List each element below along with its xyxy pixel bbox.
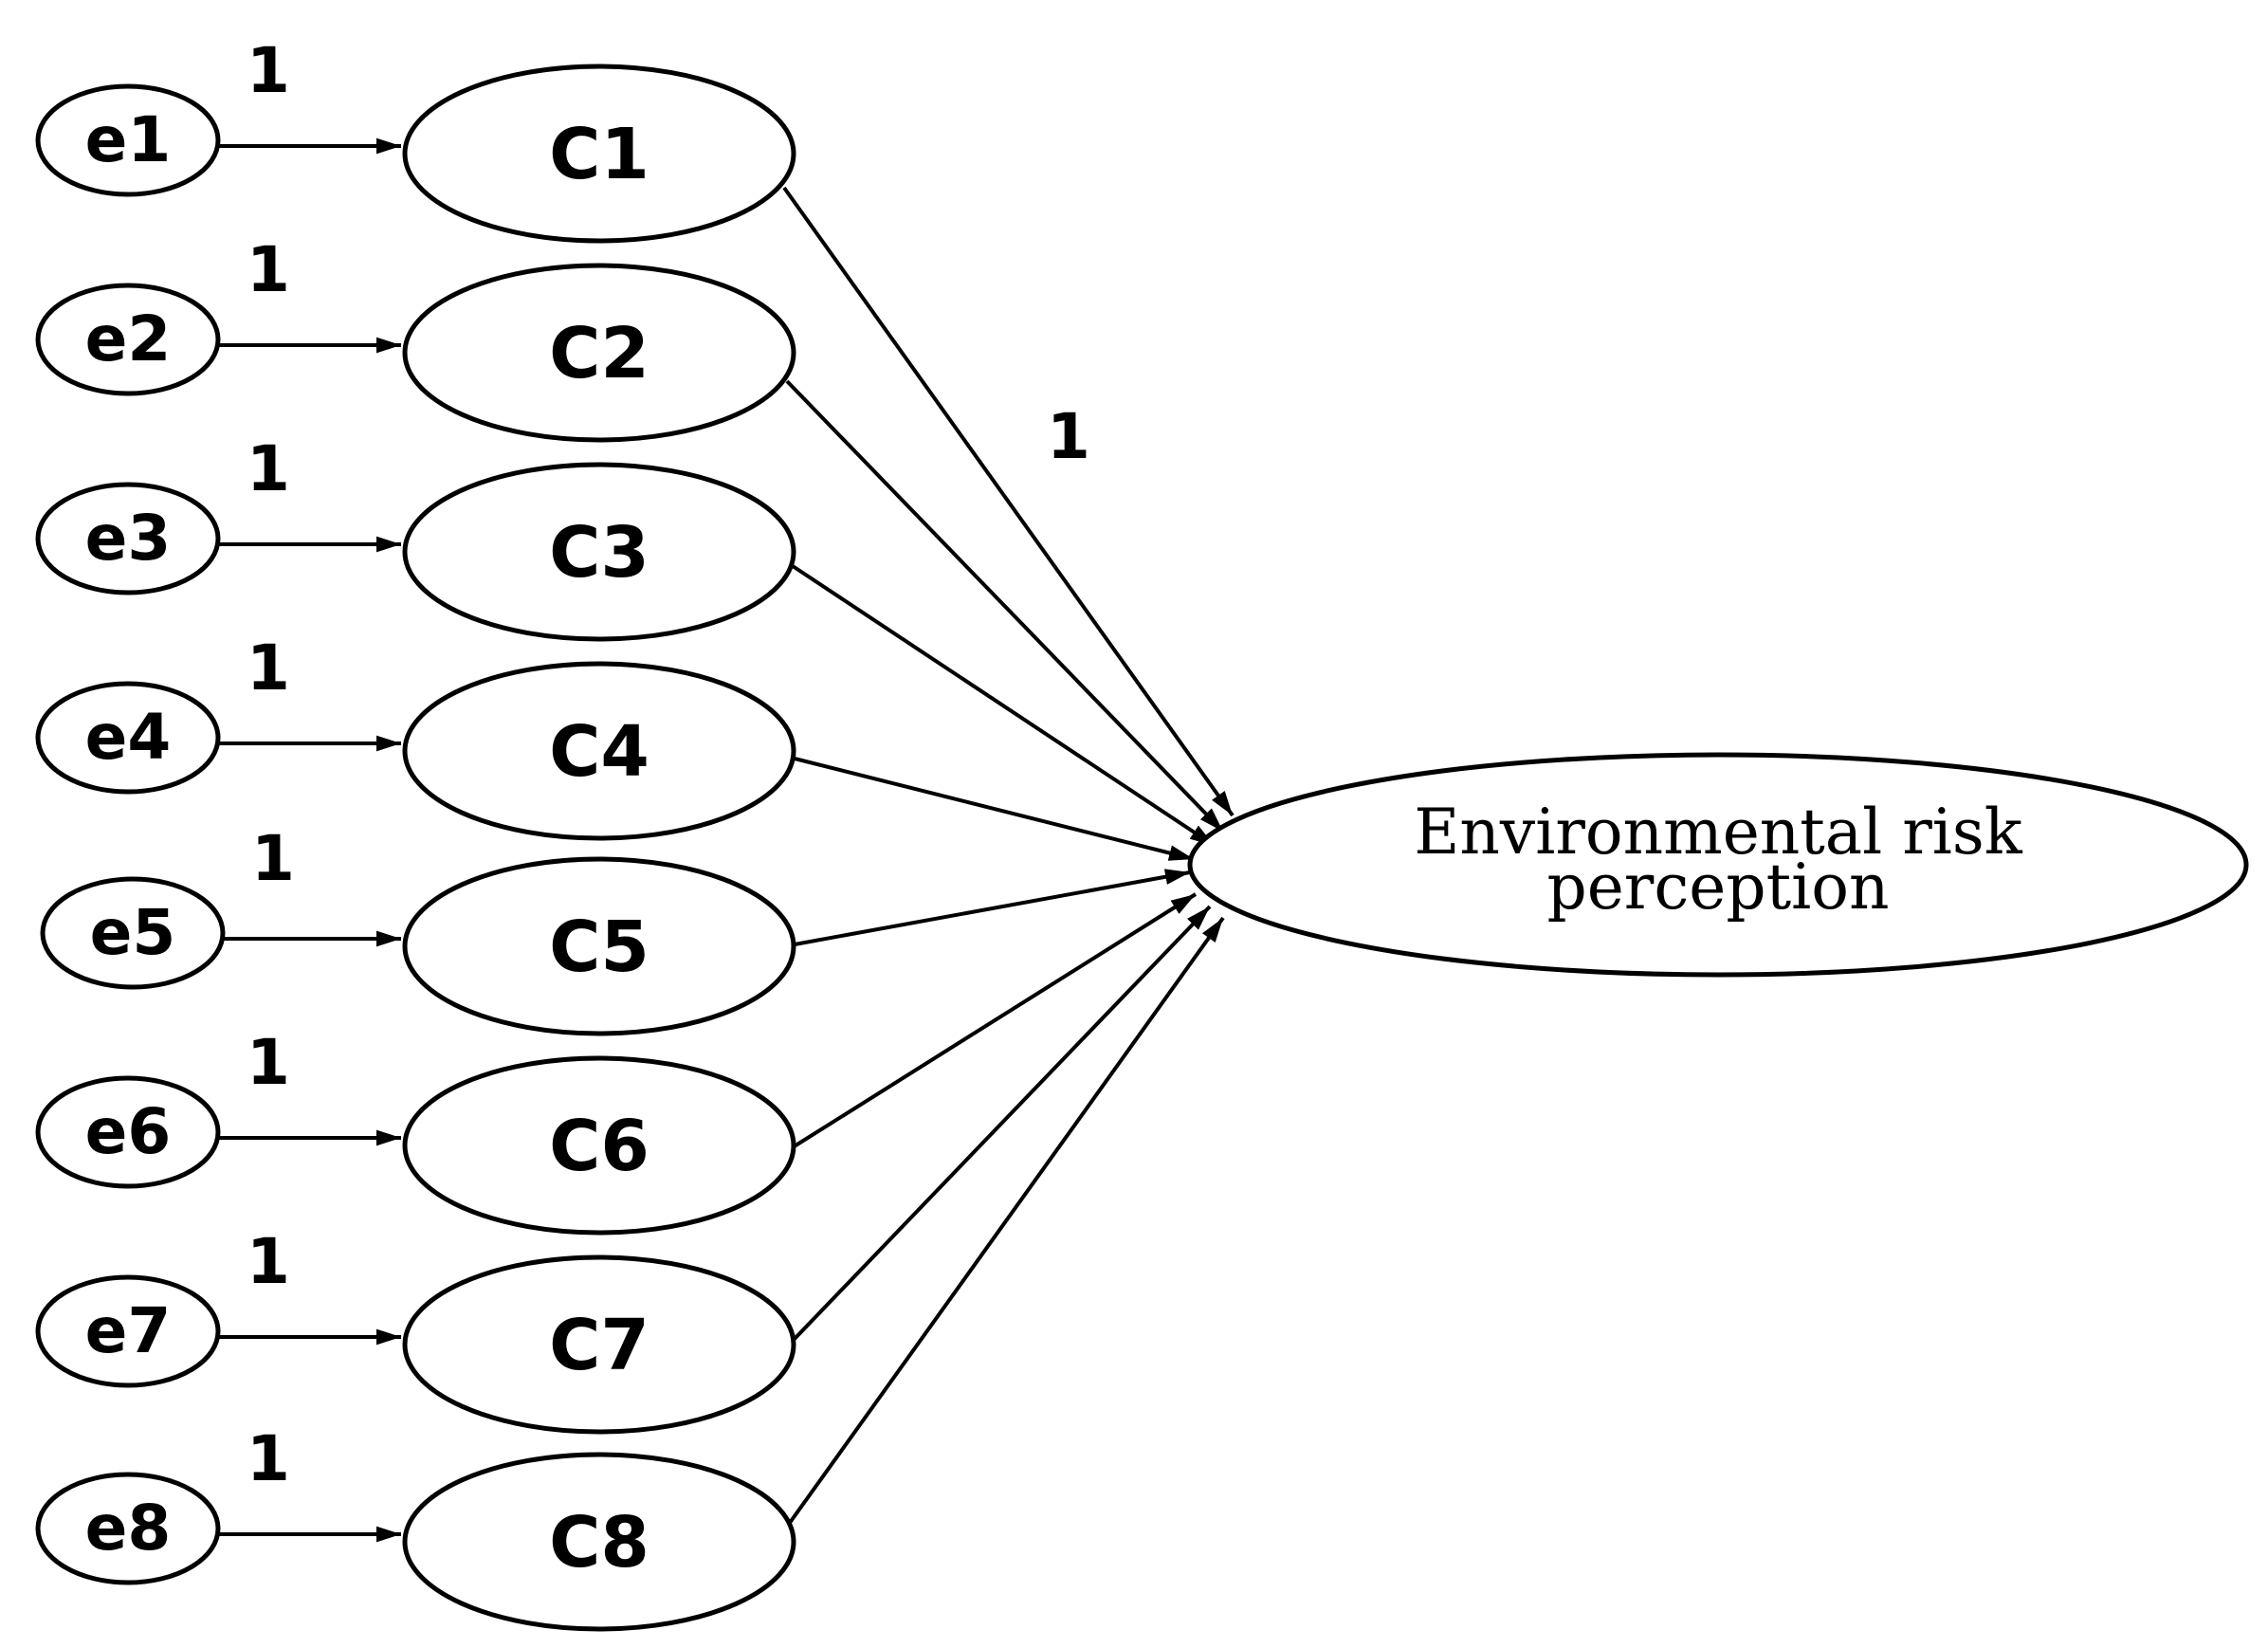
error-ellipse [35,1472,221,1585]
loading-path-C3 [791,564,1216,848]
indicator-label: C7 [549,1305,649,1386]
indicator-node-C8: C8 [402,1452,796,1632]
error-node-e7: e7 [35,1274,221,1388]
indicator-ellipse [402,263,796,443]
error-ellipse [35,1075,221,1189]
indicator-ellipse [402,462,796,642]
indicator-label: C2 [549,313,649,394]
error-weight-e8: 1 [247,1422,290,1495]
latent-label-line1: Environmental risk [1414,796,2023,869]
indicator-ellipse [402,1055,796,1236]
error-ellipse [35,681,221,795]
error-ellipse [35,83,221,197]
loading-path-C6 [791,892,1198,1149]
error-label: e8 [85,1492,172,1565]
error-weight-e2: 1 [247,233,290,306]
loading-path-C1 [782,186,1235,817]
indicator-ellipse [402,856,796,1036]
error-ellipse [35,482,221,595]
fixed-path-weight: 1 [1047,400,1090,473]
indicator-label: C1 [549,114,649,195]
indicator-label: C8 [549,1502,649,1584]
error-node-e6: e6 [35,1075,221,1189]
error-node-e5: e5 [40,876,226,990]
error-weight-e6: 1 [247,1026,290,1099]
error-node-e4: e4 [35,681,221,795]
indicator-label: C6 [549,1106,649,1187]
loading-path-C8 [785,916,1225,1529]
error-label: e2 [85,302,172,375]
error-ellipse [35,283,221,396]
error-label: e1 [85,103,172,176]
indicator-ellipse [402,1452,796,1632]
indicator-node-C3: C3 [402,462,796,642]
indicator-ellipse [402,661,796,841]
indicator-node-C6: C6 [402,1055,796,1236]
error-ellipse [35,1274,221,1388]
indicator-node-C2: C2 [402,263,796,443]
error-node-e1: e1 [35,83,221,197]
indicator-label: C4 [549,711,649,793]
loading-path-C5 [794,869,1191,946]
loading-path-C2 [785,379,1225,833]
error-ellipse [40,876,226,990]
indicator-label: C3 [549,512,649,594]
loading-path-C4 [794,757,1195,861]
error-weight-e3: 1 [247,432,290,505]
error-weight-e5: 1 [251,822,295,895]
error-label: e3 [85,502,172,575]
edges-layer [218,137,1235,1543]
error-label: e4 [85,701,172,774]
latent-label-line2: perception [1546,851,1889,924]
indicator-label: C5 [549,906,649,988]
indicator-node-C4: C4 [402,661,796,841]
indicator-node-C1: C1 [402,64,796,244]
indicator-node-C5: C5 [402,856,796,1036]
latent-node: Environmental risk perception [1187,752,2249,978]
error-weight-e4: 1 [247,632,290,705]
indicator-ellipse [402,64,796,244]
indicator-ellipse [402,1254,796,1435]
loading-path-C7 [791,905,1212,1343]
error-node-e3: e3 [35,482,221,595]
error-weight-e7: 1 [247,1225,290,1298]
error-node-e2: e2 [35,283,221,396]
error-label: e5 [90,896,176,969]
error-label: e6 [85,1095,172,1168]
latent-ellipse [1187,752,2249,978]
indicator-node-C7: C7 [402,1254,796,1435]
error-node-e8: e8 [35,1472,221,1585]
error-weight-e1: 1 [247,34,290,107]
error-label: e7 [85,1294,172,1367]
